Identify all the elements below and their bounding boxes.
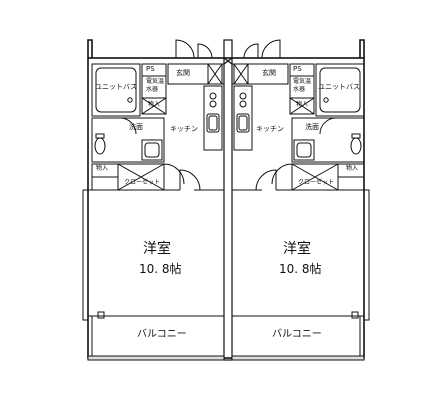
right-water-heater-label-2: 水器 <box>293 86 306 93</box>
outer-walls <box>82 39 370 359</box>
right-storage2-label: 物入 <box>346 165 359 172</box>
right-balcony-label: バルコニー <box>272 329 322 340</box>
right-kitchen-label: キッチン <box>256 125 284 133</box>
left-washroom-label: 洗面 <box>129 123 143 131</box>
left-western-room-label: 洋室 <box>143 241 171 257</box>
right-unit-lines <box>231 39 365 361</box>
right-ps-label: PS <box>293 65 302 73</box>
left-entrance-label: 玄関 <box>176 69 190 77</box>
left-water-heater-label-1: 電気温 <box>146 78 165 85</box>
right-storage-label: 物入 <box>296 101 309 108</box>
left-storage-label: 物入 <box>148 101 161 108</box>
right-western-room-label: 洋室 <box>283 241 311 257</box>
left-unit-bath-box <box>91 63 141 117</box>
left-balcony-label: バルコニー <box>137 329 187 340</box>
left-unit-bath-label: ユニットバス <box>95 83 137 91</box>
right-washroom-label: 洗面 <box>305 123 319 131</box>
left-storage2-label: 物入 <box>96 165 109 172</box>
right-entrance-label: 玄関 <box>262 69 276 77</box>
party-wall <box>223 39 233 361</box>
right-water-heater-label-1: 電気温 <box>293 78 312 85</box>
left-closet-label: クローゼット <box>124 179 161 186</box>
left-room-size-label: 10. 8帖 <box>139 262 182 276</box>
left-kitchen-label: キッチン <box>170 125 198 133</box>
right-room-size-label: 10. 8帖 <box>279 262 322 276</box>
left-unit-lines <box>87 39 225 361</box>
left-water-heater-label-2: 水器 <box>146 86 159 93</box>
left-ps-label: PS <box>146 65 155 73</box>
right-closet-label: クローゼット <box>298 179 335 186</box>
right-unit-bath-label: ユニットバス <box>318 83 360 91</box>
